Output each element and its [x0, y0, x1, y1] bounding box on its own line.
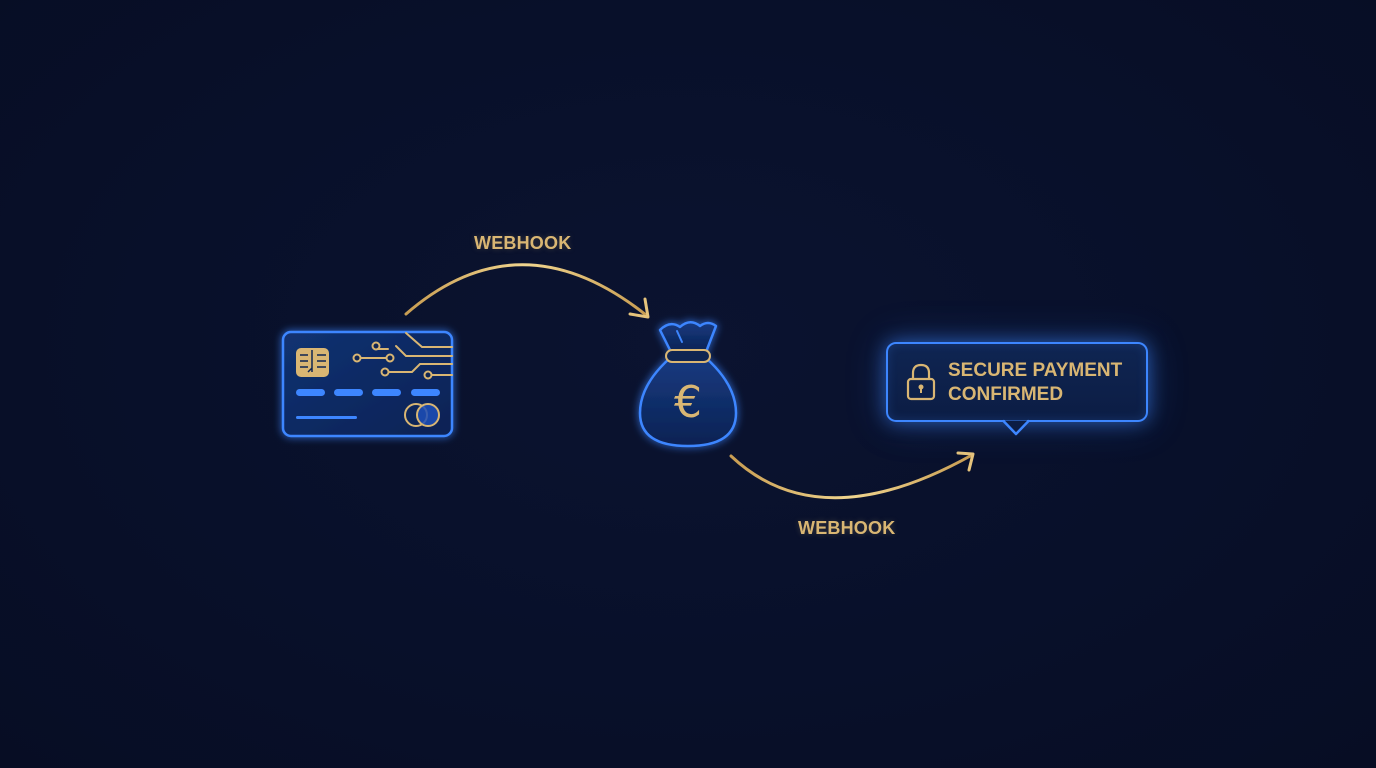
- confirmation-line-1: SECURE PAYMENT: [948, 360, 1123, 381]
- webhook-label-bottom: WEBHOOK: [798, 518, 896, 538]
- lock-icon: [906, 363, 936, 401]
- euro-symbol: €: [674, 377, 702, 428]
- confirmation-text: SECURE PAYMENT CONFIRMED: [948, 359, 1122, 407]
- webhook-label-top: WEBHOOK: [474, 233, 572, 253]
- confirmation-line-2: CONFIRMED: [948, 384, 1064, 405]
- payment-confirmation-badge: SECURE PAYMENT CONFIRMED: [886, 342, 1148, 422]
